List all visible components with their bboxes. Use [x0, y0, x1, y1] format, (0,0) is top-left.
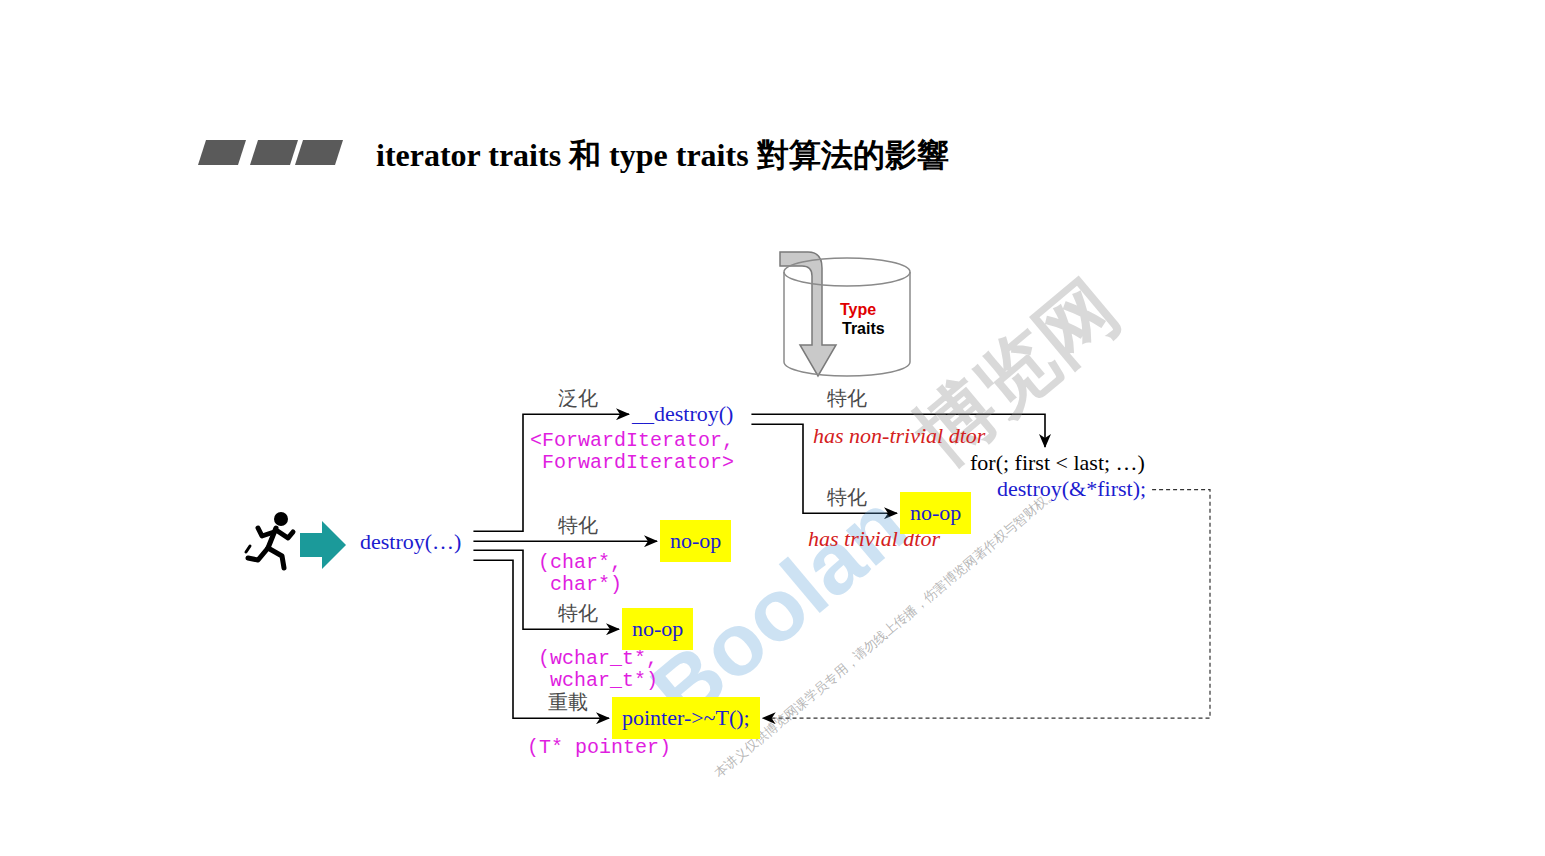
edge-label: 泛化	[556, 387, 600, 410]
node-text: for(; first < last; …)	[970, 450, 1146, 476]
node-text: destroy(…)	[360, 529, 461, 555]
param-types: (wchar_t*, wchar_t*)	[538, 648, 670, 692]
no-op-box: no-op	[900, 492, 971, 534]
node-text: Traits	[842, 319, 915, 338]
edge-label: 重載	[546, 691, 590, 714]
node-text: destroy(&*first);	[997, 476, 1146, 502]
destructor-call-box: pointer->~T();	[612, 697, 760, 739]
node-text: no-op	[670, 528, 721, 554]
node-text: Type	[840, 300, 915, 319]
start-arrow	[300, 521, 346, 569]
param-types: (char*, char*)	[538, 552, 634, 596]
node-text: no-op	[910, 500, 961, 526]
connector	[473, 540, 657, 542]
no-op-box: no-op	[622, 608, 693, 650]
dashed-connector	[763, 490, 1210, 719]
function-call: __destroy()	[632, 401, 733, 427]
node-text: pointer->~T();	[622, 705, 750, 731]
title-bar-mark	[198, 140, 246, 165]
runner-figure	[246, 512, 293, 568]
type-traits-cylinder: TypeTraits	[780, 250, 915, 385]
param-types: (T* pointer)	[527, 737, 671, 759]
condition-note: has non-trivial dtor	[813, 424, 985, 448]
template-params: <ForwardIterator, ForwardIterator>	[530, 430, 746, 474]
watermark: 博览网	[900, 265, 1134, 481]
curved-arrow	[780, 252, 836, 376]
node-text: __destroy()	[632, 401, 733, 427]
title-bar-mark	[250, 140, 298, 165]
cylinder-top	[784, 258, 910, 286]
code-block: for(; first < last; …)destroy(&*first);	[970, 450, 1146, 503]
edge-label: 特化	[825, 387, 869, 410]
edge-label: 特化	[825, 486, 869, 509]
slide-title: iterator traits 和 type traits 對算法的影響	[376, 134, 949, 178]
no-op-box: no-op	[660, 520, 731, 562]
edge-label: 特化	[556, 514, 600, 537]
function-call: destroy(…)	[360, 529, 461, 555]
edge-label: 特化	[556, 602, 600, 625]
node-text: no-op	[632, 616, 683, 642]
title-bar-mark	[295, 140, 343, 165]
